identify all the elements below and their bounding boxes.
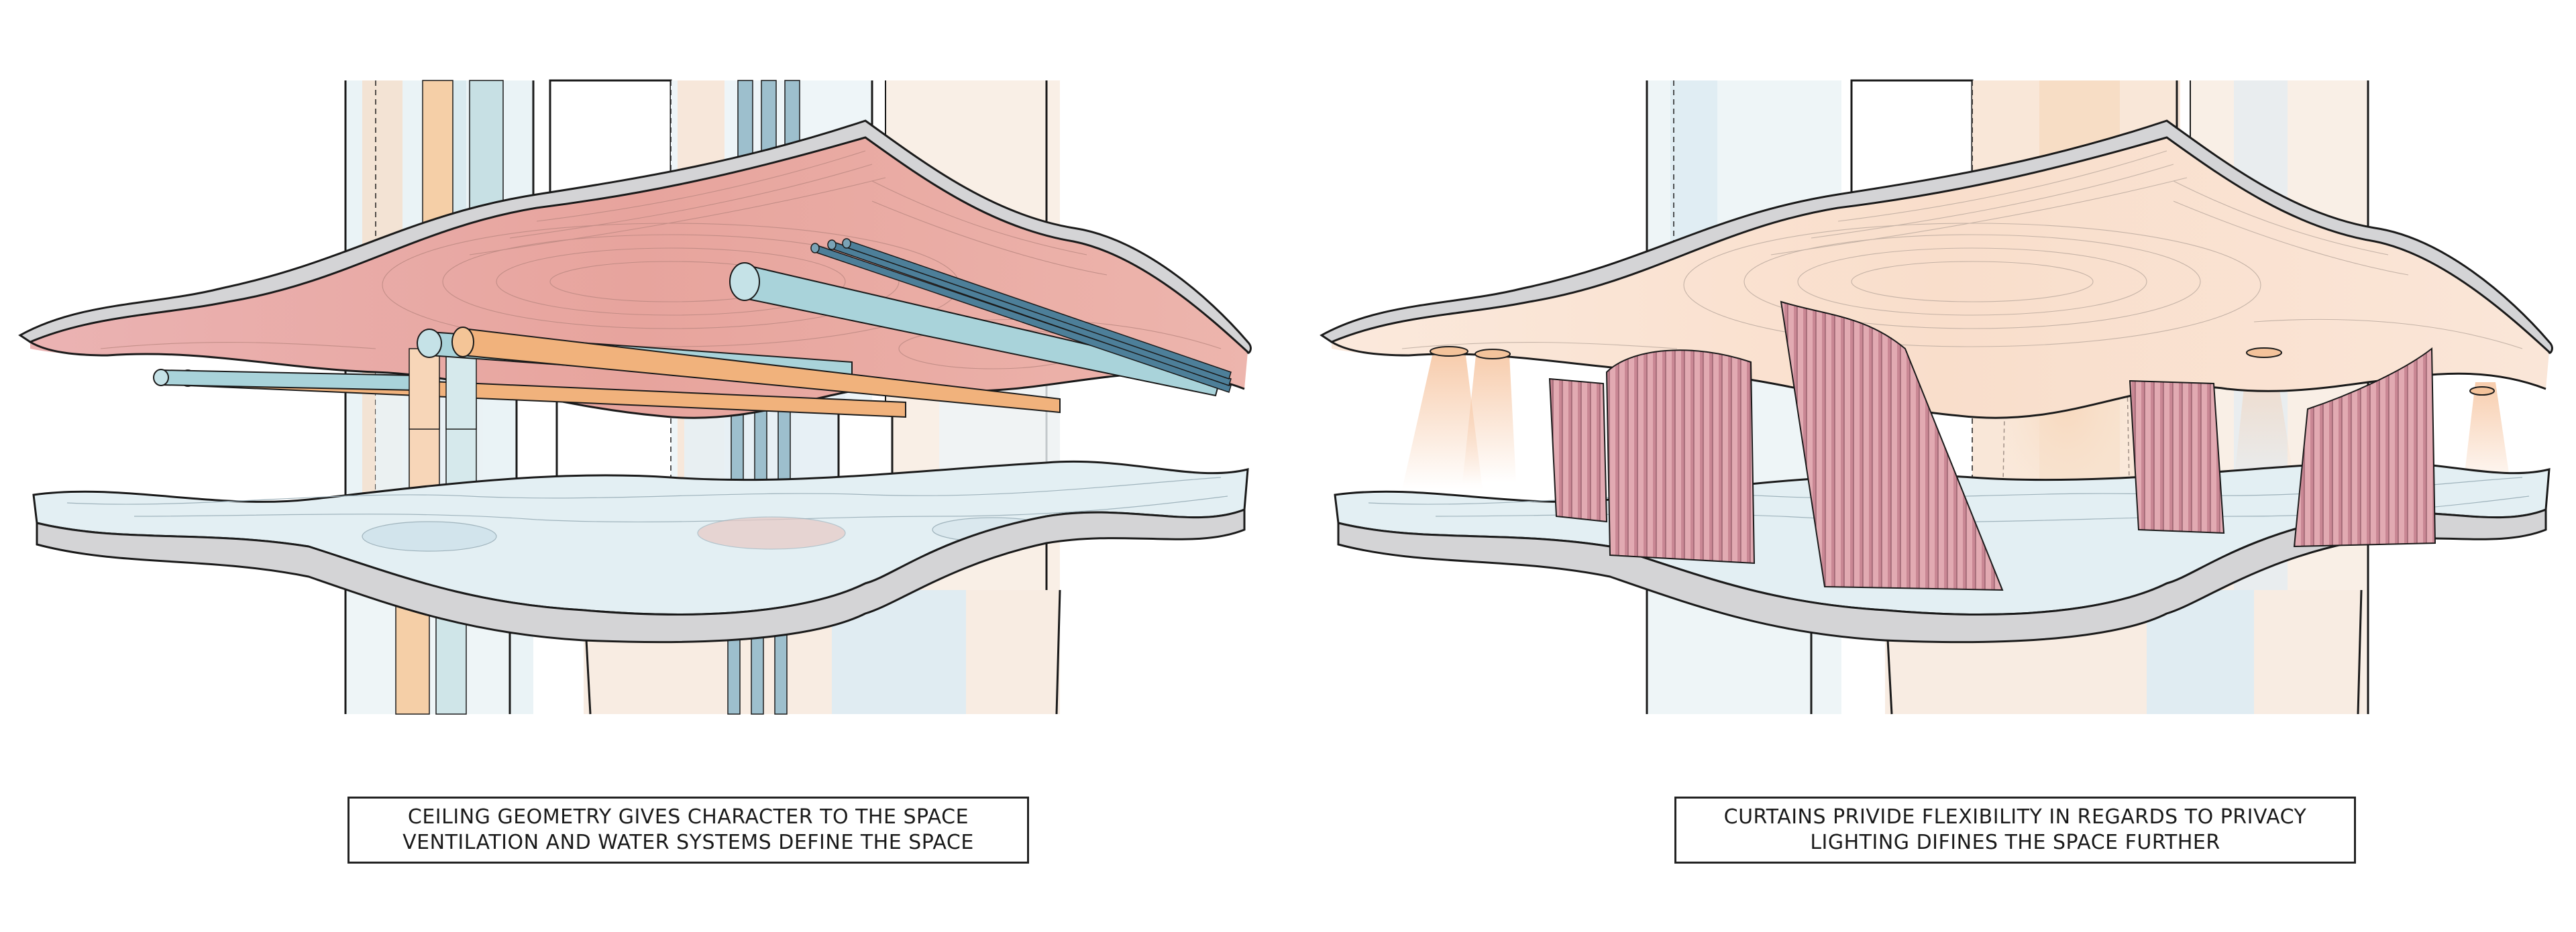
caption-left-line-1: CEILING GEOMETRY GIVES CHARACTER TO THE … (407, 805, 969, 829)
caption-left-line-2: VENTILATION AND WATER SYSTEMS DEFINE THE… (402, 831, 974, 854)
panel-right-illustration (1320, 79, 2553, 715)
caption-right-line-1: CURTAINS PRIVIDE FLEXIBILITY IN REGARDS … (1723, 805, 2307, 829)
curtain-3 (1780, 300, 2004, 591)
curtain-5 (2293, 347, 2436, 548)
panel-left-illustration (18, 79, 1252, 715)
curtain-4 (2129, 380, 2225, 534)
caption-right-line-2: LIGHTING DIFINES THE SPACE FURTHER (1810, 831, 2220, 854)
floor-slab-left (32, 460, 1249, 644)
caption-box-left: CEILING GEOMETRY GIVES CHARACTER TO THE … (347, 797, 1029, 864)
ceiling-slab-left (18, 119, 1252, 419)
curtains (1548, 300, 2436, 591)
caption-box-right: CURTAINS PRIVIDE FLEXIBILITY IN REGARDS … (1674, 797, 2356, 864)
ceiling-slab-right (1320, 119, 2553, 419)
curtain-1 (1548, 377, 1608, 523)
curtain-2 (1605, 349, 1756, 565)
pipes-left (153, 238, 1232, 430)
